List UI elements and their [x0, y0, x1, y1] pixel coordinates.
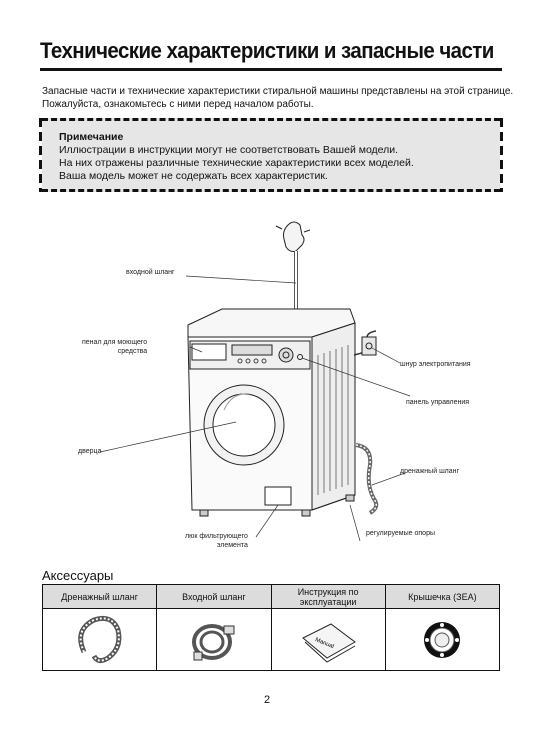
- callout-drain-hose: дренажный шланг: [400, 468, 460, 475]
- callout-power-cord: шнур электропитания: [400, 361, 471, 368]
- callout-filter-cover: люк фильтрующего элемента: [185, 533, 248, 549]
- power-socket: [361, 336, 377, 356]
- note-line: Ваша модель может не содержать всех хара…: [59, 170, 328, 182]
- adjustable-foot: [199, 509, 209, 517]
- accessories-title: Аксессуары: [42, 568, 114, 583]
- note-line: На них отражены различные технические ха…: [59, 157, 414, 169]
- accessories-table: Дренажный шланг Входной шланг Инструкция…: [41, 584, 501, 671]
- callout-door: дверца: [78, 448, 102, 455]
- title-underline: [40, 68, 502, 71]
- note-heading: Примечание: [59, 131, 124, 143]
- cell-manual: Manual: [270, 608, 386, 671]
- inlet-hose-icon: [191, 623, 235, 660]
- callout-adjustable-feet: регулируемые опоры: [366, 530, 435, 537]
- drain-hose: [355, 443, 379, 515]
- table-row: Manual: [41, 608, 501, 671]
- note-line: Иллюстрации в инструкции могут не соотве…: [59, 144, 399, 156]
- drain-hose-icon: [77, 615, 121, 663]
- detergent-drawer: [191, 343, 227, 361]
- cell-cap: [384, 608, 501, 671]
- filter-cover: [264, 486, 292, 506]
- callout-inlet-hose: входной шланг: [126, 269, 175, 276]
- note-box: Примечание Иллюстрации в инструкции могу…: [39, 118, 503, 192]
- program-knob: [278, 347, 294, 363]
- washing-machine-illustration: [99, 221, 411, 542]
- callout-control-panel: панель управления: [406, 399, 470, 406]
- page-title: Технические характеристики и запасные ча…: [40, 38, 494, 63]
- page-number: 2: [264, 694, 271, 706]
- cell-inlet-hose: [156, 608, 272, 671]
- intro-line: Пожалуйста, ознакомьтесь с ними перед на…: [42, 98, 314, 110]
- water-tap-icon: [283, 221, 305, 252]
- intro-text: Запасные части и технические характерист…: [42, 86, 514, 111]
- header-cap: Крышечка (ЗЕА): [384, 584, 501, 609]
- intro-line: Запасные части и технические характерист…: [42, 86, 514, 97]
- cell-drain-hose: [41, 608, 158, 671]
- table-header-row: Дренажный шланг Входной шланг Инструкция…: [41, 584, 501, 609]
- header-drain-hose: Дренажный шланг: [41, 584, 158, 609]
- washing-machine-diagram: входной шланг пенал для моющего средства…: [60, 205, 500, 565]
- header-inlet-hose: Входной шланг: [156, 584, 272, 609]
- cap-icon: [424, 621, 461, 658]
- callout-detergent-drawer: пенал для моющего средства: [82, 339, 148, 355]
- manual-booklet-icon: Manual: [302, 622, 357, 663]
